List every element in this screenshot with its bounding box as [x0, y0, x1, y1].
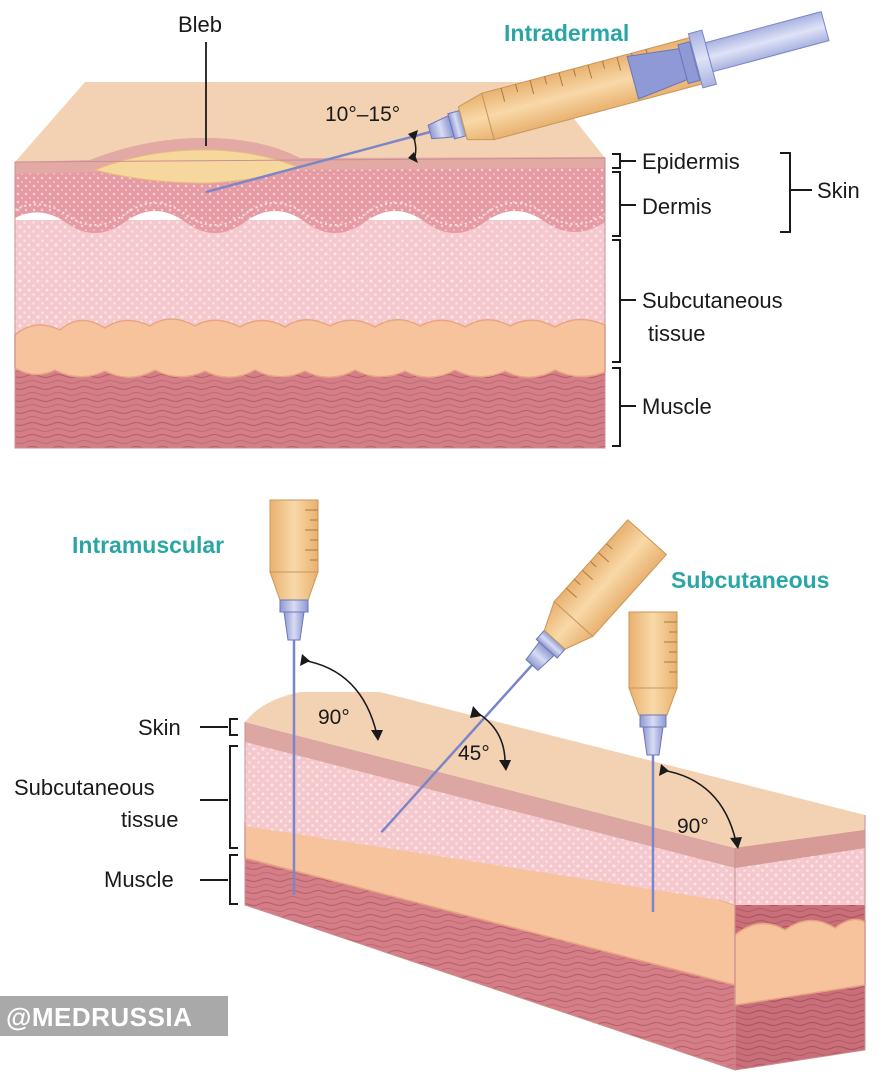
epidermis-layer [15, 137, 605, 174]
intradermal-angle-label: 10°–15° [325, 103, 400, 126]
watermark: @MEDRUSSIA [0, 996, 228, 1036]
subcutaneous-label-bottom-1: Subcutaneous [14, 775, 155, 800]
subcutaneous-title: Subcutaneous [671, 567, 829, 593]
epidermis-label: Epidermis [642, 149, 740, 174]
im-angle-label: 90° [318, 706, 350, 729]
sc-angle-90-label: 90° [677, 815, 709, 838]
skin-label-bottom: Skin [138, 715, 181, 740]
muscle-label-bottom: Muscle [104, 867, 174, 892]
dermis-label: Dermis [642, 194, 712, 219]
subcutaneous-90-syringe [628, 611, 678, 912]
top-skin-surface [245, 692, 865, 848]
subcutaneous-label-top-1: Subcutaneous [642, 288, 783, 313]
intradermal-title: Intradermal [504, 20, 629, 46]
skin-label-top: Skin [817, 178, 860, 203]
dermis-layer [15, 166, 605, 233]
intramuscular-title: Intramuscular [72, 532, 224, 558]
subcutaneous-label-top-2: tissue [648, 321, 705, 346]
front-skin-layer [245, 722, 735, 868]
intradermal-block: Intradermal Bleb 10°–15° Epidermis Dermi… [14, 11, 860, 449]
watermark-text: @MEDRUSSIA [6, 1002, 192, 1032]
intradermal-syringe [205, 11, 830, 194]
subcutaneous-45-syringe [380, 519, 668, 834]
im-sc-block: Intramuscular Subcutaneous 90° 45° 90° S… [14, 499, 866, 1071]
front-muscle-layer [245, 845, 735, 1070]
muscle-label-top: Muscle [642, 394, 712, 419]
fat-layer [14, 318, 606, 378]
bleb-label: Bleb [178, 12, 222, 37]
subcutaneous-label-bottom-2: tissue [121, 807, 178, 832]
sc-angle-45-label: 45° [458, 742, 490, 765]
intramuscular-syringe [269, 499, 319, 895]
front-subcutaneous-layer [245, 742, 735, 905]
